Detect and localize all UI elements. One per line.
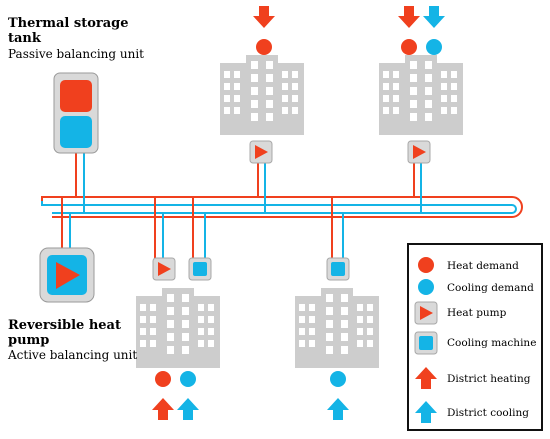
district-cooling-arrow-icon [177,398,199,420]
thermal-storage-subtitle: Passive balancing unit [8,47,144,61]
heat-pump-icon [407,140,431,164]
district-heating-arrow-icon [253,6,275,28]
district-cooling-arrow-icon [327,398,349,420]
heat-demand-icon [155,371,171,387]
legend-label-district-cooling: District cooling [447,407,529,419]
cooling-demand-icon [418,279,434,295]
legend-icons [414,257,438,423]
cooling-machine-icon [326,257,350,281]
thermal-storage-tank-icon [53,72,99,154]
heat-pump-unit-title: Reversible heat pump [8,318,121,348]
cooling-machine-icon [414,331,438,355]
heat-pump-icon [249,140,273,164]
district-heating-arrow-icon [398,6,420,28]
heat-pump-icon [414,301,438,325]
district-cooling-arrow-icon [415,401,437,423]
heat-demand-icon [401,39,417,55]
cold-pipe-loop [41,201,517,214]
legend-label-cooling-machine: Cooling machine [447,337,537,349]
cooling-demand-icon [426,39,442,55]
legend-label-cooling-demand: Cooling demand [447,282,534,294]
district-cooling-arrow-icon [423,6,445,28]
heat-pump-icon [152,257,176,281]
pipe-network [41,152,523,258]
thermal-storage-title: Thermal storage tank [8,16,129,46]
cooling-demand-icon [180,371,196,387]
legend-label-district-heating: District heating [447,373,531,385]
reversible-heat-pump-icon [39,247,95,303]
district-heating-arrow-icon [152,398,174,420]
legend: Heat demand Cooling demand Heat pump Coo… [407,243,543,431]
cooling-demand-icon [330,371,346,387]
building-bottom-right [295,288,379,368]
hot-pipe-loop [41,196,523,218]
heat-demand-icon [418,257,434,273]
cooling-machine-icon [188,257,212,281]
building-top-right [379,55,463,135]
building-top-left [220,55,304,135]
heat-pump-unit-subtitle: Active balancing unit [8,348,138,362]
building-bottom-left [136,288,220,368]
legend-label-heat-demand: Heat demand [447,260,519,272]
district-heating-arrow-icon [415,367,437,389]
legend-label-heat-pump: Heat pump [447,307,507,319]
heat-demand-icon [256,39,272,55]
